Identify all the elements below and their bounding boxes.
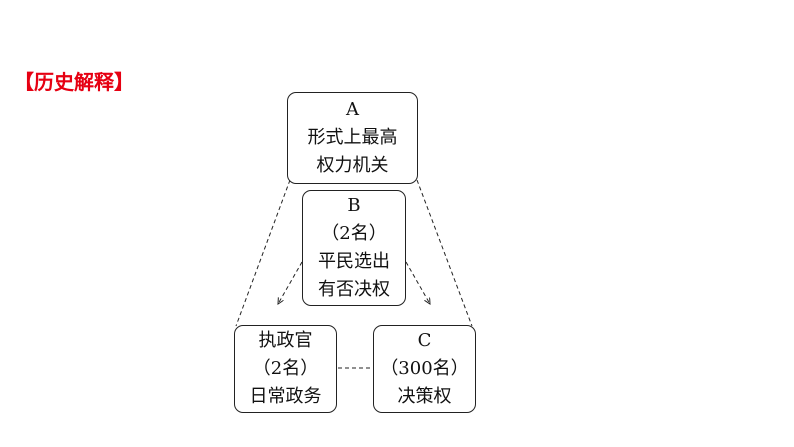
node-executive: 执政官 （2名） 日常政务: [234, 325, 337, 413]
arrow-b-executive: [278, 261, 303, 304]
node-a: A 形式上最高 权力机关: [287, 92, 418, 184]
node-b-label: B: [347, 195, 361, 216]
node-c-label: C: [417, 330, 432, 351]
link-a-executive: [235, 179, 291, 327]
node-executive-line3: 日常政务: [249, 386, 322, 407]
node-c-line3: 决策权: [397, 386, 452, 407]
node-executive-line2: （2名）: [252, 358, 319, 379]
node-a-label: A: [346, 99, 359, 120]
node-b: B （2名） 平民选出 有否决权: [302, 190, 406, 306]
node-b-line2: （2名）: [321, 223, 387, 244]
node-executive-line1: 执政官: [258, 330, 313, 351]
node-a-line2: 形式上最高: [307, 127, 398, 148]
link-a-c: [416, 179, 473, 327]
node-c-line2: （300名）: [380, 358, 469, 379]
arrow-b-c: [405, 261, 430, 304]
section-heading: 【历史解释】: [14, 70, 134, 94]
node-b-line3: 平民选出: [318, 251, 390, 272]
node-b-line4: 有否决权: [318, 279, 390, 300]
node-a-line3: 权力机关: [316, 155, 389, 176]
node-c: C （300名） 决策权: [373, 325, 476, 413]
